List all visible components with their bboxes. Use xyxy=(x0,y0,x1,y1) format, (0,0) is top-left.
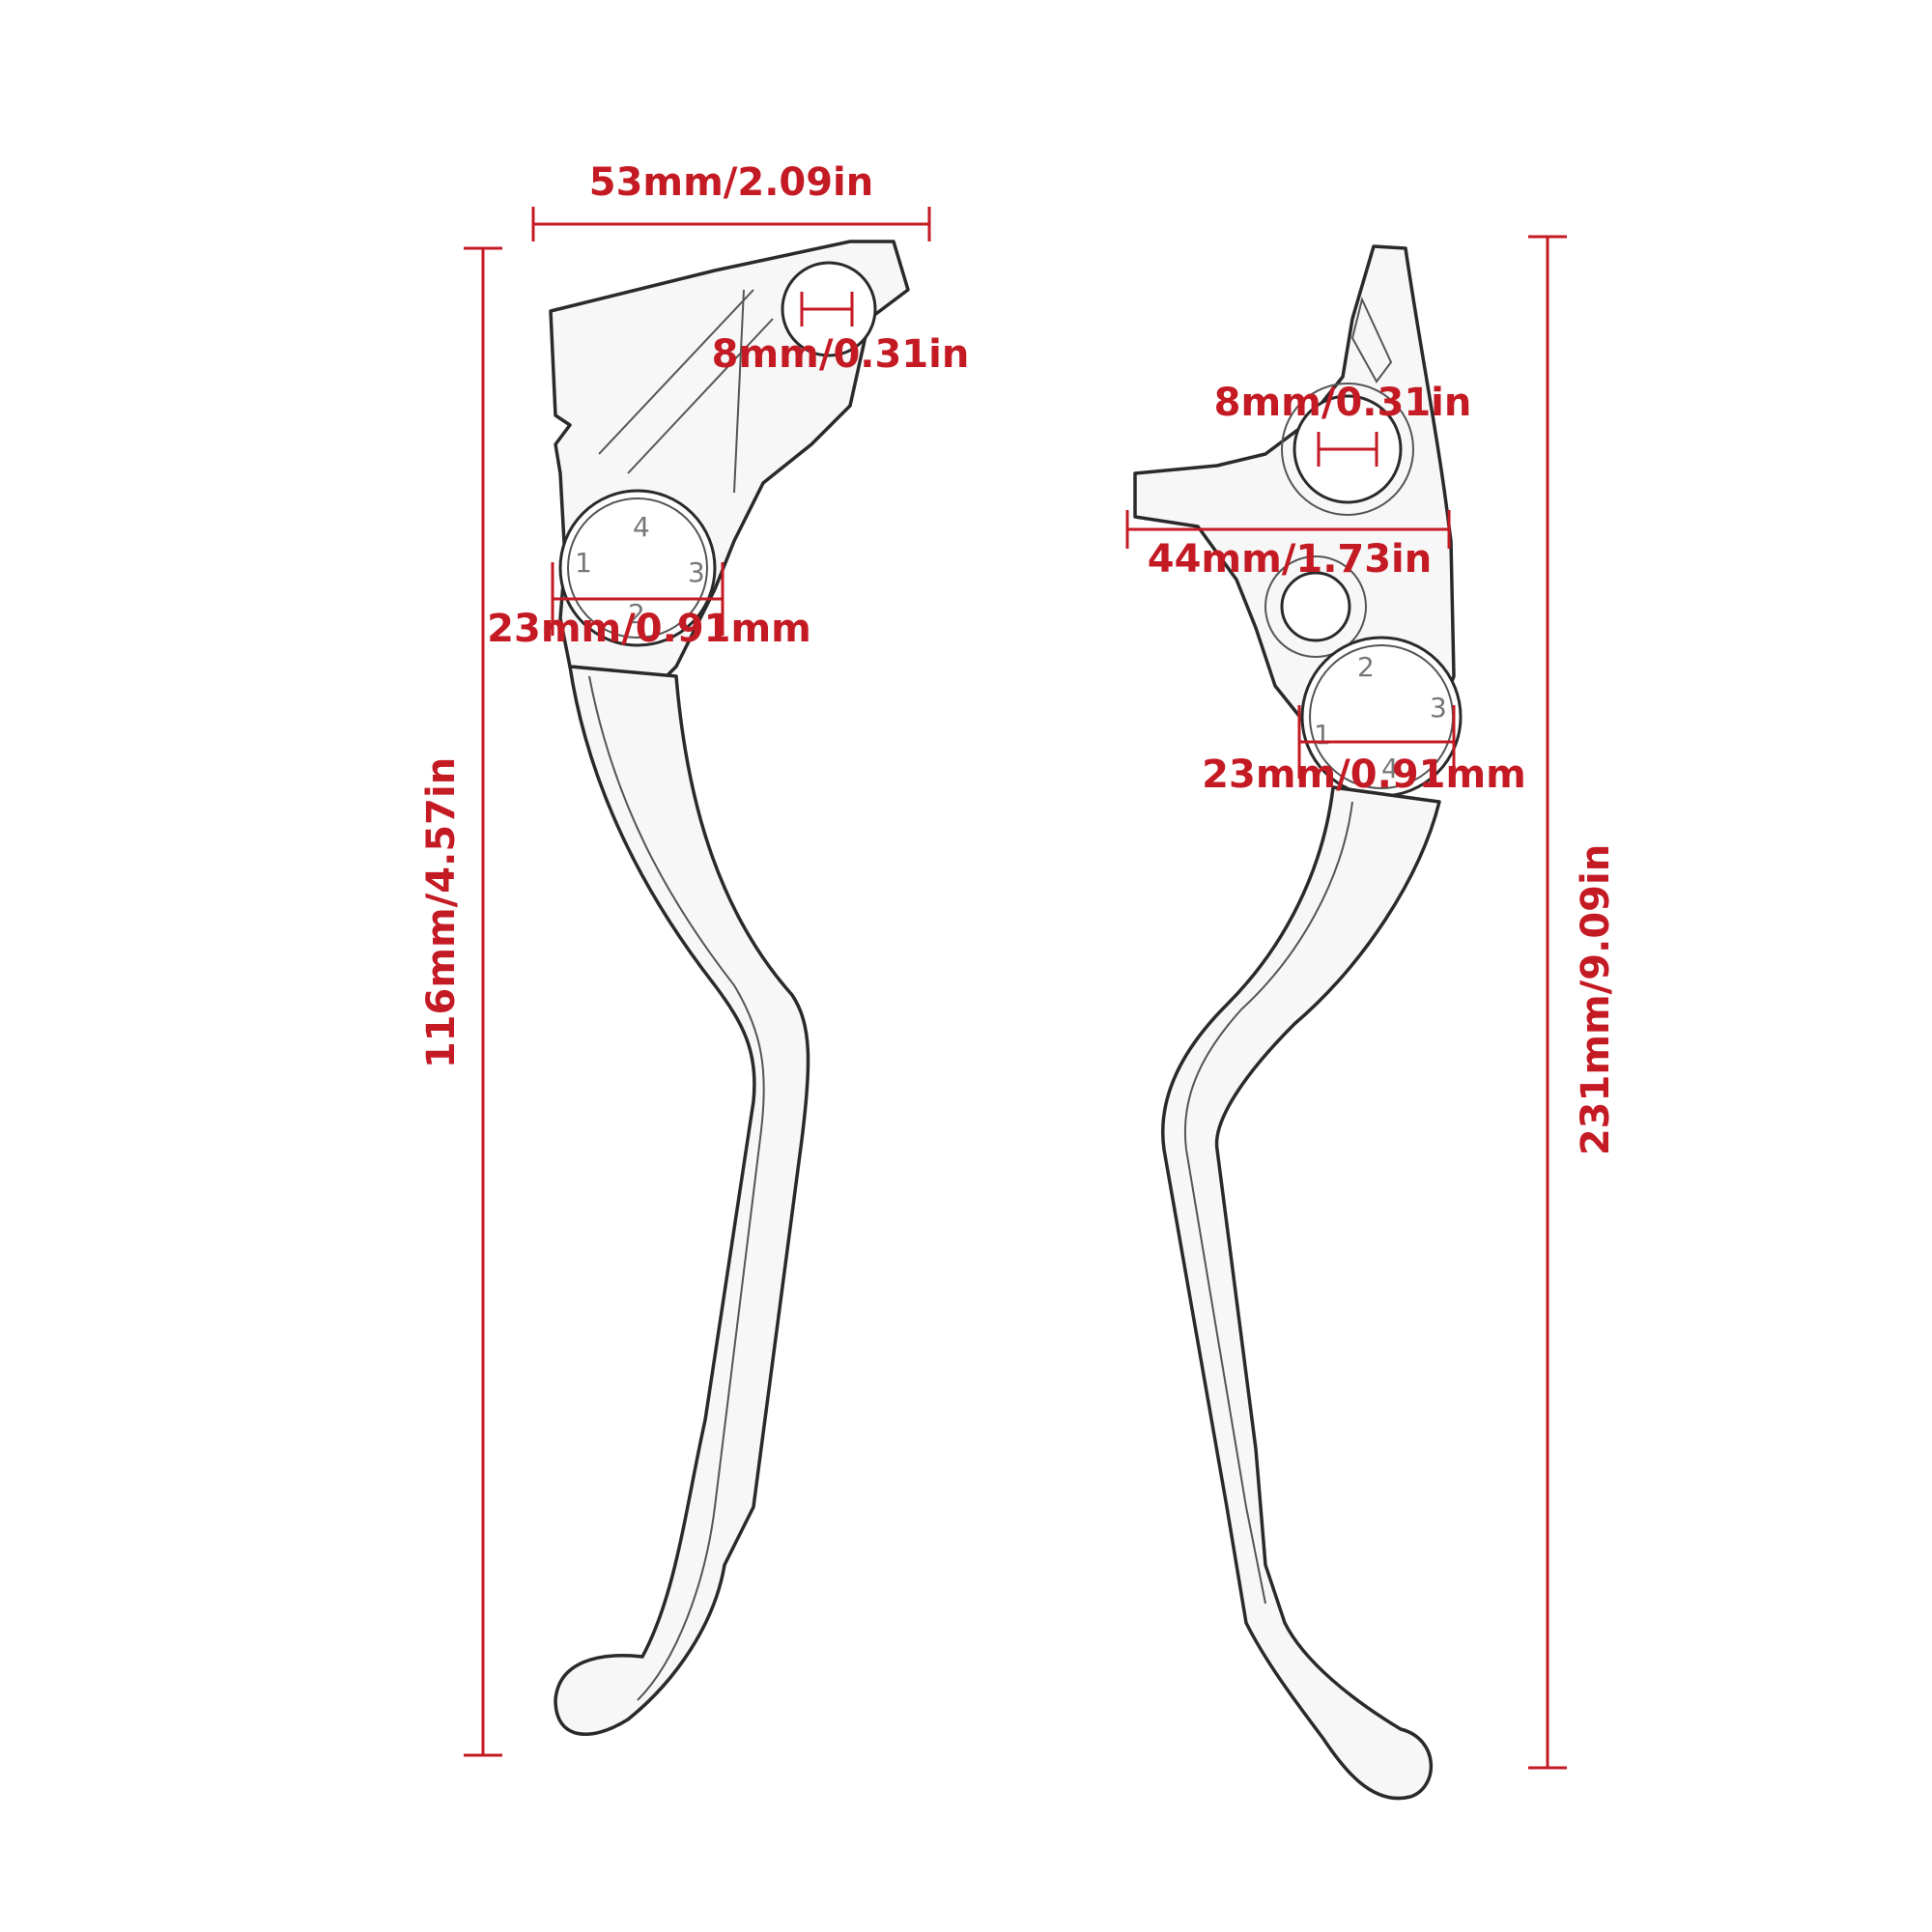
left-knob-label: 23mm/0.91mm xyxy=(487,607,811,651)
left-dimensions: 53mm/2.09in 8mm/0.31in 23mm/0.91mm 116mm… xyxy=(419,160,970,1757)
right-knob-number-4: 4 xyxy=(1381,753,1399,784)
right-dimensions: 8mm/0.31in 44mm/1.73in 23mm/0.91mm 231mm… xyxy=(1125,235,1618,1770)
right-lever: 1 2 3 4 xyxy=(1133,244,1463,1801)
right-lower-hole-boss xyxy=(1264,555,1367,658)
right-hole-label: 8mm/0.31in xyxy=(1214,381,1472,425)
right-knob-number-2: 2 xyxy=(1357,651,1375,683)
left-lever-facet xyxy=(598,289,774,494)
left-knob-number-3: 3 xyxy=(688,556,705,588)
right-spike-slot xyxy=(1350,297,1393,384)
left-lever: 1 2 3 4 xyxy=(549,240,910,1737)
right-upper-hole-boss xyxy=(1281,383,1414,516)
right-knob-number-1: 1 xyxy=(1314,719,1331,751)
left-adjuster-knob xyxy=(558,489,717,647)
right-knob-label: 23mm/0.91mm xyxy=(1202,753,1526,797)
right-lower-hole xyxy=(1280,571,1351,642)
right-blade-edge xyxy=(1183,801,1353,1605)
left-blade-edge xyxy=(588,675,765,1701)
left-knob-number-2: 2 xyxy=(628,598,645,630)
left-knob-rim xyxy=(567,497,708,639)
right-knob-number-3: 3 xyxy=(1430,692,1447,724)
left-height-label: 116mm/4.57in xyxy=(419,757,464,1068)
left-hole-label: 8mm/0.31in xyxy=(712,332,970,377)
right-width-label: 44mm/1.73in xyxy=(1148,537,1433,582)
right-lever-blade xyxy=(1161,785,1441,1801)
right-height-label: 231mm/9.09in xyxy=(1574,844,1618,1155)
left-knob-number-4: 4 xyxy=(633,511,650,543)
left-width-label: 53mm/2.09in xyxy=(589,160,874,205)
left-knob-number-1: 1 xyxy=(575,547,592,579)
left-lever-blade xyxy=(554,665,810,1737)
